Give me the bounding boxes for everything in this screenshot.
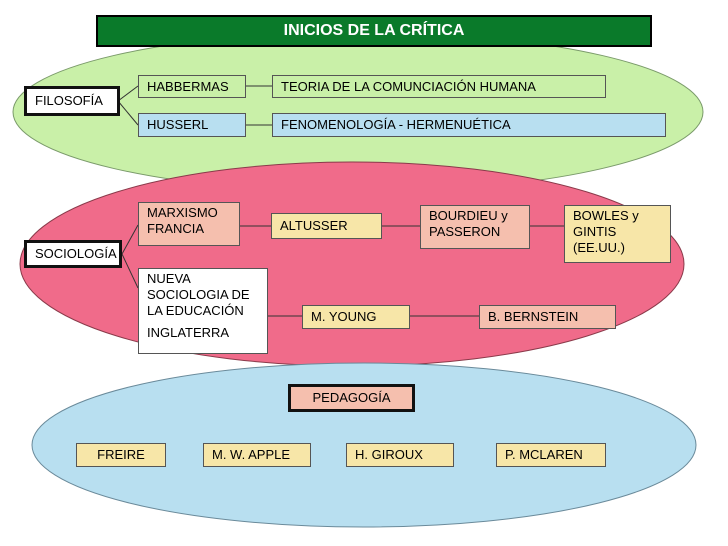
nueva-line-1: NUEVA [147,271,191,286]
mclaren-node: P. MCLAREN [496,443,606,467]
apple-node: M. W. APPLE [203,443,311,467]
connectors [117,85,564,317]
husserl-theory-label: FENOMENOLOGÍA - HERMENUÉTICA [281,117,511,132]
connector-filosofia-husserl [117,100,139,126]
filosofia-node: FILOSOFÍA [24,86,120,116]
marxismo-line-1: MARXISMO [147,205,218,220]
bourdieu-node: BOURDIEU y PASSERON [420,205,530,249]
marxismo-node: MARXISMO FRANCIA [138,202,240,246]
freire-node: FREIRE [76,443,166,467]
nueva-line-3: LA EDUCACIÓN [147,303,244,318]
habbermas-theory-node: TEORIA DE LA COMUNCIACIÓN HUMANA [272,75,606,98]
young-node: M. YOUNG [302,305,410,329]
bernstein-label: B. BERNSTEIN [488,309,579,324]
bowles-line-2: GINTIS [573,224,617,239]
habbermas-node: HABBERMAS [138,75,246,98]
bowles-node: BOWLES y GINTIS (EE.UU.) [564,205,671,263]
altusser-node: ALTUSSER [271,213,382,239]
husserl-node: HUSSERL [138,113,246,137]
husserl-theory-node: FENOMENOLOGÍA - HERMENUÉTICA [272,113,666,137]
nueva-line-2: SOCIOLOGIA DE [147,287,250,302]
bowles-line-3: (EE.UU.) [573,240,625,255]
giroux-node: H. GIROUX [346,443,454,467]
connector-sociologia-nueva [121,253,139,289]
freire-label: FREIRE [97,447,145,462]
page-title: INICIOS DE LA CRÍTICA [96,15,652,47]
bernstein-node: B. BERNSTEIN [479,305,616,329]
nueva-sociologia-node: NUEVA SOCIOLOGIA DE LA EDUCACIÓN INGLATE… [138,268,268,354]
bourdieu-line-1: BOURDIEU y [429,208,508,223]
young-label: M. YOUNG [311,309,377,324]
mclaren-label: P. MCLAREN [505,447,583,462]
sociologia-node: SOCIOLOGÍA [24,240,122,268]
apple-label: M. W. APPLE [212,447,291,462]
habbermas-label: HABBERMAS [147,78,229,94]
connector-filosofia-habbermas [117,85,139,102]
marxismo-line-2: FRANCIA [147,221,205,236]
bowles-line-1: BOWLES y [573,208,639,223]
pedagogia-node: PEDAGOGÍA [288,384,415,412]
altusser-label: ALTUSSER [280,218,348,233]
pedagogia-label: PEDAGOGÍA [312,390,391,405]
habbermas-theory-label: TEORIA DE LA COMUNCIACIÓN HUMANA [281,78,536,94]
husserl-label: HUSSERL [147,117,209,132]
filosofia-label: FILOSOFÍA [35,93,103,108]
connector-sociologia-marxismo [121,224,139,255]
nueva-line-4: INGLATERRA [147,325,230,340]
giroux-label: H. GIROUX [355,447,423,462]
sociologia-label: SOCIOLOGÍA [35,246,117,261]
bourdieu-line-2: PASSERON [429,224,501,239]
